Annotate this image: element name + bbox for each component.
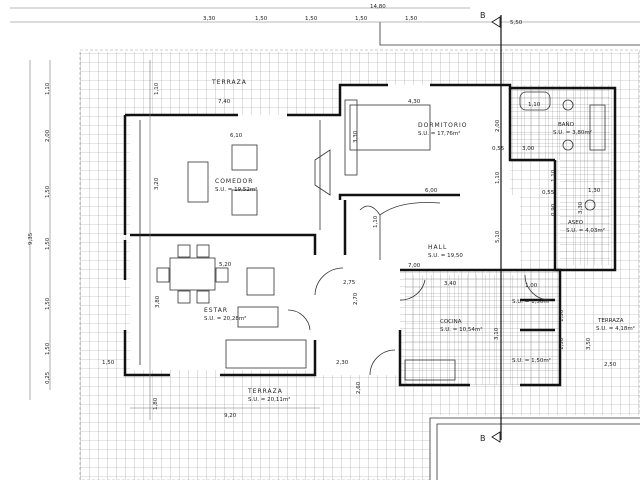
dim: 0,55 xyxy=(492,146,505,152)
dim: 3,40 xyxy=(444,281,457,287)
room-name: TERRAZA xyxy=(247,388,283,395)
dim-top-1: 3,30 xyxy=(203,16,216,22)
bano: BAÑO S.U. = 3,80m² 1,10 xyxy=(528,102,592,136)
dim: 5,10 xyxy=(495,230,501,243)
dim: 1,10 xyxy=(154,82,160,95)
dim-left-3: 1,50 xyxy=(45,185,51,198)
dim-top-6: 5,50 xyxy=(510,20,523,26)
dim: 2,00 xyxy=(495,119,501,132)
walls xyxy=(123,83,617,387)
dim: 5,20 xyxy=(219,262,232,268)
room-name: DORMITORIO xyxy=(418,122,468,129)
furniture xyxy=(156,91,606,381)
despensa: S.U. = 1,50m² 1,00 1,50 xyxy=(512,283,565,322)
dim-left-4: 1,50 xyxy=(45,237,51,250)
dim: 4,30 xyxy=(408,99,421,105)
room-area: S.U. = 1,50m² xyxy=(512,298,551,305)
cocina: COCINA S.U. = 10,54m² 3,40 3,10 xyxy=(440,281,500,340)
room-name: ESTAR xyxy=(204,307,228,314)
room-area: S.U. = 19,50 xyxy=(428,253,463,259)
lavadero: S.U. = 1,50m² 1,50 xyxy=(512,337,565,364)
dim: 3,20 xyxy=(154,177,160,190)
room-area: S.U. = 10,54m² xyxy=(440,326,482,333)
dim: 6,00 xyxy=(425,188,438,194)
dim-top-5: 1,50 xyxy=(405,16,418,22)
dim: 7,40 xyxy=(218,99,231,105)
room-name: ASEO xyxy=(568,220,584,226)
comedor: COMEDOR S.U. = 19,52m² 6,10 3,20 xyxy=(154,133,257,193)
room-name: COCINA xyxy=(440,319,462,325)
dim: 2,50 xyxy=(604,362,617,368)
room-area: S.U. = 17,76m² xyxy=(418,130,460,137)
dim: 1,30 xyxy=(588,188,601,194)
dormitorio: DORMITORIO S.U. = 17,76m² 4,30 3,30 6,00… xyxy=(353,99,535,194)
dim: 1,50 xyxy=(559,309,565,322)
dim: 1,50 xyxy=(102,360,115,366)
room-area: S.U. = 20,11m² xyxy=(248,396,290,403)
dim-top-4: 1,50 xyxy=(355,16,368,22)
dim: 1,50 xyxy=(559,337,565,350)
room-name: BAÑO xyxy=(558,121,575,128)
room-area: S.U. = 1,50m² xyxy=(512,357,551,364)
room-area: S.U. = 4,03m² xyxy=(566,227,605,234)
dim: 0,55 xyxy=(542,190,555,196)
hall: HALL S.U. = 19,50 7,00 2,75 2,70 5,10 1,… xyxy=(343,215,501,305)
dim: 3,80 xyxy=(155,295,161,308)
dim-left-2: 2,00 xyxy=(45,129,51,142)
dim-left-5: 1,50 xyxy=(45,297,51,310)
dim: 1,10 xyxy=(373,215,379,228)
dim: 2,60 xyxy=(356,381,362,394)
dim-top-3: 1,50 xyxy=(305,16,318,22)
dim: 1,10 xyxy=(528,102,541,108)
dim: 1,10 xyxy=(495,171,501,184)
room-area: S.U. = 4,18m² xyxy=(596,325,635,332)
dim-top-2: 1,50 xyxy=(255,16,268,22)
rooms xyxy=(130,85,610,385)
room-name: TERRAZA xyxy=(597,318,624,324)
dim: 1,00 xyxy=(525,283,538,289)
dim: 2,75 xyxy=(343,280,356,286)
dim: 7,00 xyxy=(408,263,421,269)
room-name: TERRAZA xyxy=(211,79,247,86)
dim-left-1: 1,10 xyxy=(45,82,51,95)
dim: 6,10 xyxy=(230,133,243,139)
room-area: S.U. = 19,52m² xyxy=(215,186,257,193)
dim: 3,30 xyxy=(353,130,359,143)
dim: 3,50 xyxy=(586,337,592,350)
dim-overall-width: 14,80 xyxy=(370,4,386,10)
dim: 1,80 xyxy=(153,397,159,410)
dim: 3,30 xyxy=(578,201,584,214)
dim: 2,70 xyxy=(353,292,359,305)
section-mark-top: B xyxy=(480,11,486,20)
room-name: HALL xyxy=(428,244,447,251)
dim: 1,10 xyxy=(551,169,557,182)
room-area: S.U. = 20,28m² xyxy=(204,315,246,322)
aseo: ASEO S.U. = 4,03m² 1,30 0,55 1,10 0,90 3… xyxy=(542,169,605,234)
dim: 3,10 xyxy=(494,327,500,340)
dim-overall-depth: 9,35 xyxy=(28,232,34,245)
room-name: COMEDOR xyxy=(215,178,253,185)
dim-left-6: 1,50 xyxy=(45,342,51,355)
section-line-b: B B xyxy=(480,11,502,443)
terraza-south: TERRAZA S.U. = 20,11m² 2,30 2,60 1,80 9,… xyxy=(153,360,362,419)
estar: ESTAR S.U. = 20,28m² 5,20 3,80 1,50 xyxy=(102,262,246,366)
dim: 0,90 xyxy=(551,203,557,216)
section-mark-bottom: B xyxy=(480,434,486,443)
terraza-north: TERRAZA 7,40 1,10 xyxy=(154,79,247,105)
dimension-lines: 14,80 3,30 1,50 1,50 1,50 1,50 5,50 9,35… xyxy=(10,4,640,420)
dim: 2,30 xyxy=(336,360,349,366)
terraza-east: TERRAZA S.U. = 4,18m² 3,50 2,50 xyxy=(586,318,635,368)
dim: 3,00 xyxy=(522,146,535,152)
dim-left-7: 0,25 xyxy=(45,371,51,384)
room-area: S.U. = 3,80m² xyxy=(553,129,592,136)
dim: 9,20 xyxy=(224,413,237,419)
